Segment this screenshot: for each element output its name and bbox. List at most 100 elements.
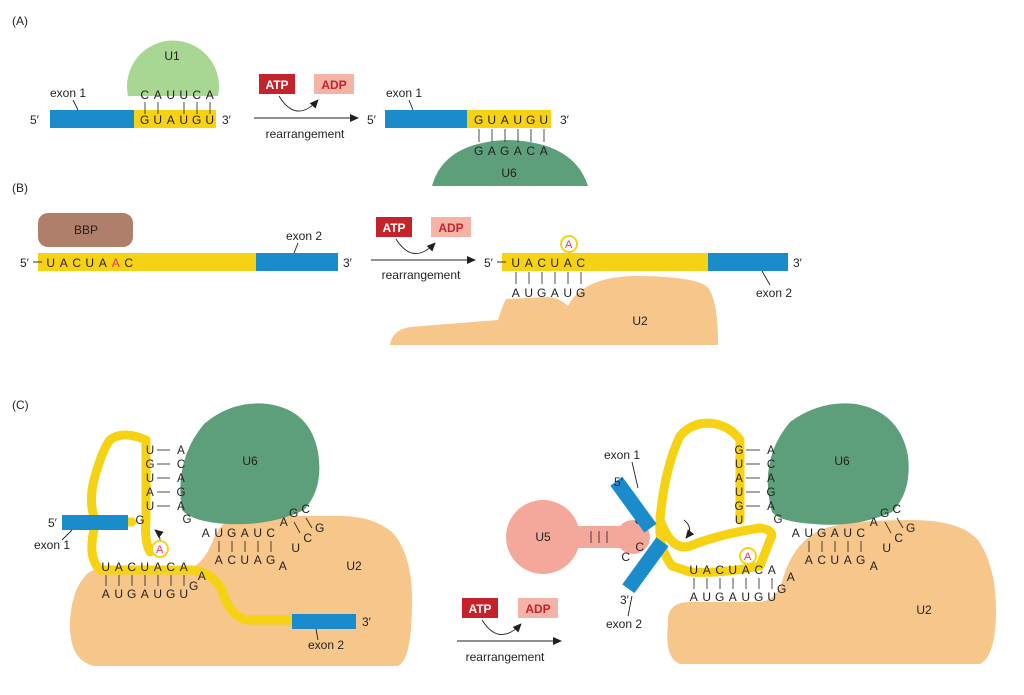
u2-base: G: [715, 590, 725, 604]
vertical-gu-sequence: U G U A U G: [136, 445, 155, 527]
gu-base: U: [146, 445, 154, 457]
u6-base: G: [227, 526, 237, 540]
three-prime-label: 3′: [362, 615, 372, 629]
panel-b: (B) BBP 5′ 3′ exon 2 U A C U A A C ATP A…: [12, 181, 803, 345]
u2-base: U: [114, 587, 123, 601]
branch-pair-ticks: [105, 575, 185, 586]
adp-label: ADP: [525, 602, 550, 616]
exon2-label: exon 2: [606, 617, 642, 631]
gu-base: U: [539, 113, 548, 127]
u2-sequence: A U G A U G U G A: [690, 570, 796, 604]
u2-base: U: [563, 286, 572, 300]
u5-stem-ticks: [590, 531, 608, 543]
stem-base: A: [870, 515, 879, 529]
branch-base: A: [768, 563, 777, 577]
curved-arrow: [278, 95, 319, 112]
bbp-label: BBP: [74, 223, 98, 237]
branch-base: C: [124, 256, 133, 270]
u6-bottom-sequence: A U G A U C: [202, 526, 275, 540]
atp-label: ATP: [265, 78, 288, 92]
vertical-pair-ticks: [157, 449, 170, 507]
u2-base: G: [576, 286, 586, 300]
gu-base: G: [474, 113, 484, 127]
branch-base: C: [754, 563, 763, 577]
stem-base: A: [870, 559, 879, 573]
exon1-bar: [610, 476, 657, 533]
u6-base: U: [253, 526, 262, 540]
atp-chip: [462, 598, 498, 618]
branch-base: U: [101, 560, 110, 574]
rearrangement-label: rearrangement: [266, 127, 345, 141]
branch-sequence: U A C U A C A: [101, 560, 189, 574]
branch-base: A: [180, 560, 189, 574]
bulged-a-label: A: [565, 239, 573, 251]
u6-base: A: [767, 445, 775, 457]
panel-c-left: U2 U6 5′ exon 1 3′ exon 2 U G U A U: [34, 403, 412, 666]
branch-base: A: [742, 563, 751, 577]
branch-base: U: [85, 256, 94, 270]
branch-base: C: [72, 256, 81, 270]
branch-a-circle: [739, 547, 757, 565]
five-prime-label: 5′: [484, 256, 494, 270]
u5-base: C: [621, 550, 630, 564]
u2-label: U2: [632, 314, 648, 328]
exon2-leader: [315, 628, 319, 641]
branch-base: A: [115, 560, 124, 574]
gu-base: G: [735, 501, 744, 513]
stem-base: G: [315, 521, 325, 535]
exon1-label: exon 1: [604, 448, 640, 462]
exon2-bar: [622, 537, 669, 594]
u2-base: G: [266, 553, 276, 567]
u6-base: A: [177, 473, 185, 485]
u2-base: A: [690, 590, 699, 604]
five-prime-label: 5′: [48, 516, 58, 530]
panel-c-label: (C): [12, 398, 29, 412]
stem-base: C: [892, 502, 901, 516]
intron-branch-bar-right: [502, 253, 708, 271]
u2-base: A: [254, 553, 263, 567]
u6-snrnp: [180, 403, 320, 525]
loop-a: A: [787, 570, 796, 584]
three-prime-label: 3′: [343, 256, 353, 270]
u1-base: A: [154, 88, 163, 102]
u6-base: U: [214, 526, 223, 540]
gu-base: U: [735, 459, 743, 471]
branch-base: A: [525, 256, 534, 270]
stem-top: A G C: [280, 502, 310, 529]
atp-label: ATP: [382, 221, 405, 235]
exon1-leader: [408, 99, 414, 111]
rearrangement-label: rearrangement: [382, 268, 461, 282]
u6-base: A: [792, 526, 801, 540]
u2-sequence: A U G A U G: [512, 286, 586, 300]
bbp-protein: [38, 213, 133, 247]
exon1-label: exon 1: [50, 86, 86, 100]
vertical-pair-ticks: [746, 449, 760, 507]
gu-base: U: [487, 113, 496, 127]
panel-a-label: (A): [12, 14, 28, 28]
branch-base: C: [715, 563, 724, 577]
exon2-label: exon 2: [756, 286, 792, 300]
panel-c-right: U2 U6 U5 U C C exon 1: [506, 403, 996, 664]
u1-snrnp: [127, 40, 219, 96]
helix-pair-ticks: [808, 541, 862, 552]
u6-base: A: [540, 144, 549, 158]
stem-base: A: [280, 515, 289, 529]
vertical-u6-sequence: A C A G A G: [767, 445, 783, 526]
second-step-arrow: [683, 519, 695, 539]
branch-base: U: [46, 256, 55, 270]
vertical-u6-sequence: A C A G A G: [177, 445, 192, 526]
u6-base: C: [767, 459, 775, 471]
stem-base: C: [894, 531, 903, 545]
u6-base: A: [202, 526, 211, 540]
branch-point-a: A: [112, 256, 121, 270]
u5-stem: [576, 526, 620, 548]
u6-label: U6: [834, 454, 850, 468]
branch-sequence-left: U A C U A A C: [46, 256, 133, 270]
u1-label: U1: [164, 49, 180, 63]
u2-base: A: [512, 286, 521, 300]
curved-arrow: [481, 619, 522, 635]
atp-chip: [259, 74, 295, 94]
exon1-bar-right: [385, 110, 467, 128]
intron-branch-bar-left: [38, 253, 256, 271]
panel-a: (A) U1 5′ 3′ exon 1 C A U U C A G U: [12, 14, 588, 186]
